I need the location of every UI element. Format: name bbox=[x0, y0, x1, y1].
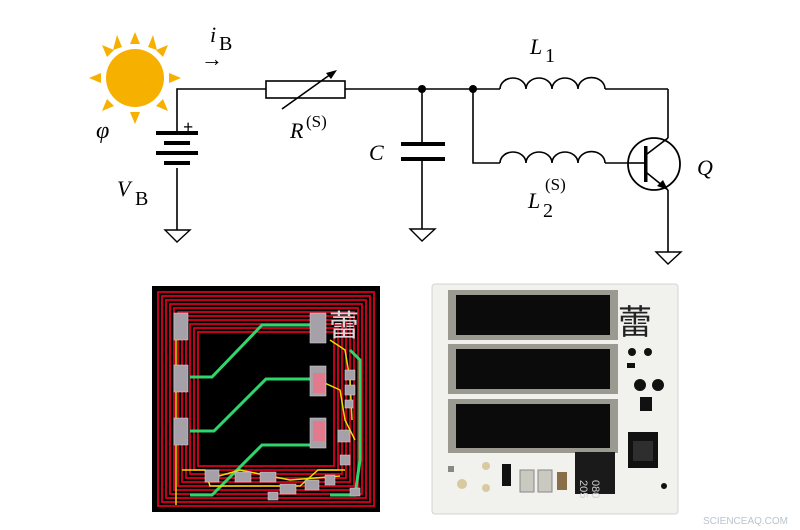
sun-icon bbox=[89, 32, 181, 124]
solar-panel bbox=[448, 399, 618, 453]
capacitor-label: C bbox=[369, 140, 384, 165]
inductor-l1-label: L bbox=[529, 34, 542, 59]
junction-dot bbox=[469, 85, 477, 93]
ground-symbols bbox=[163, 228, 683, 265]
battery-label: V bbox=[117, 176, 133, 201]
assembled-board-photo: 蕾 205 080 bbox=[431, 283, 679, 515]
variable-resistor-symbol bbox=[265, 70, 346, 110]
current-arrow: → bbox=[201, 46, 223, 71]
ground-icon bbox=[408, 228, 437, 242]
battery-sub: B bbox=[135, 188, 148, 210]
circuit-diagram: φ + V B i B → bbox=[89, 22, 713, 265]
resistor-sup: (S) bbox=[306, 112, 327, 131]
solar-panel bbox=[448, 344, 618, 394]
inductor-l2-symbol bbox=[499, 150, 606, 164]
transistor-symbol bbox=[627, 137, 681, 191]
inductor-l1-sub: 1 bbox=[545, 45, 555, 67]
inductor-l2-sup: (S) bbox=[545, 175, 566, 194]
resistor-label: R bbox=[289, 118, 304, 143]
inductor-l2-label: L bbox=[527, 188, 540, 213]
battery-symbol bbox=[156, 131, 198, 165]
watermark: SCIENCEAQ.COM bbox=[703, 516, 788, 527]
pcb-layout-character: 蕾 bbox=[329, 309, 359, 344]
flux-label: φ bbox=[96, 118, 109, 144]
board-character: 蕾 bbox=[618, 303, 652, 343]
chip-marking: 205 bbox=[577, 480, 589, 498]
transistor-label: Q bbox=[697, 155, 713, 180]
chip-marking: 080 bbox=[589, 480, 601, 498]
solar-panel bbox=[448, 290, 618, 340]
inductor-l1-symbol bbox=[499, 76, 606, 90]
junction-dot bbox=[418, 85, 426, 93]
current-sub: B bbox=[219, 33, 232, 55]
inductor-l2-sub: 2 bbox=[543, 200, 553, 222]
battery-plus: + bbox=[183, 117, 193, 137]
ground-icon bbox=[163, 229, 192, 243]
capacitor-symbol bbox=[401, 142, 445, 161]
ground-icon bbox=[654, 251, 683, 265]
current-label: i bbox=[210, 22, 216, 47]
circuit-wires bbox=[176, 88, 669, 252]
pcb-layout-image: 蕾 bbox=[152, 286, 380, 512]
